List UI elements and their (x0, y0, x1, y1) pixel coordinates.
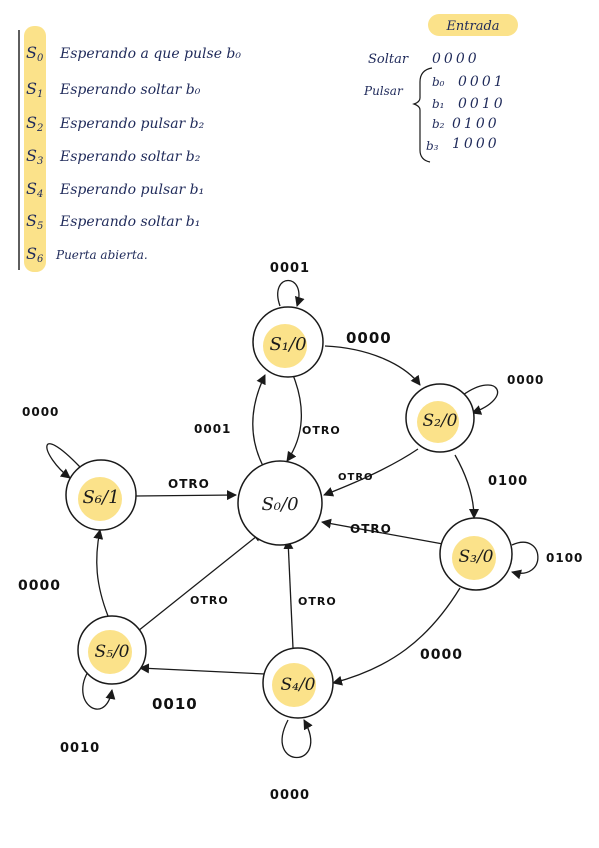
state-label: S₂/0 (422, 411, 457, 431)
legend-entry-s0: S0 Esperando a que pulse b₀ (26, 43, 241, 64)
legend-entry-s5: S5 Esperando soltar b₁ (26, 211, 200, 232)
edge-s4-s0 (283, 539, 294, 649)
legend-code: S0 (26, 43, 44, 64)
edge-label: 0000 (420, 647, 463, 663)
legend-entry-s3: S3 Esperando soltar b₂ (26, 146, 201, 167)
legend-code: S3 (26, 146, 43, 167)
legend-code: S6 (26, 244, 44, 265)
legend-text: Esperando soltar b₁ (59, 214, 200, 230)
state-label: S₆/1 (82, 487, 119, 508)
entrada-title: Entrada (445, 19, 499, 34)
edge-label: 0100 (488, 474, 528, 489)
edge-s1-s1 (277, 280, 305, 307)
edge-s2-s2 (462, 384, 499, 415)
state-node-s4: S₄/0 (262, 647, 334, 719)
edge-s5-s6 (93, 529, 109, 617)
edge-label: OTRO (168, 477, 210, 491)
state-node-s3: S₃/0 (439, 517, 513, 591)
state-node-s0: S₀/0 (237, 460, 323, 546)
state-highlight (88, 630, 132, 674)
legend-entry-s2: S2 Esperando pulsar b₂ (26, 113, 205, 134)
legend-code: S2 (26, 113, 43, 134)
edge-label: 0000 (346, 329, 392, 347)
state-legend: S0 Esperando a que pulse b₀ S1 Esperando… (18, 26, 241, 272)
edge-label: OTRO (190, 594, 229, 607)
pulsar-row-button: b₀ (432, 75, 445, 89)
legend-text: Esperando soltar b₂ (59, 149, 201, 165)
edge-label: 0001 (270, 261, 310, 276)
pulsar-brace (412, 67, 433, 163)
edge-label: OTRO (338, 472, 374, 483)
state-label: S₃/0 (458, 547, 493, 567)
state-node-s6: S₆/1 (65, 459, 137, 531)
legend-text: Esperando a que pulse b₀ (59, 46, 241, 62)
input-table: Entrada Soltar 0000 Pulsar b₀ 0001 b₁ 00… (363, 14, 518, 163)
state-circle (237, 460, 323, 546)
edge-s3-s3 (511, 541, 539, 580)
state-node-s5: S₅/0 (77, 615, 147, 685)
edge-label: 0000 (22, 405, 59, 419)
edge-label: 0000 (507, 373, 544, 387)
pulsar-label: Pulsar (363, 84, 404, 98)
transitions (46, 280, 539, 759)
pulsar-row-button: b₂ (432, 117, 445, 131)
state-node-s1: S₁/0 (252, 306, 324, 378)
edge-label: 0010 (60, 741, 100, 756)
edge-s1-s0 (286, 374, 302, 462)
state-node-s2: S₂/0 (405, 383, 475, 453)
legend-code: S4 (26, 179, 43, 200)
pulsar-row-code: 0100 (452, 116, 500, 132)
edge-labels: 0001 0000 0000 0001 OTRO OTRO 0100 0100 … (18, 261, 583, 803)
soltar-code: 0000 (432, 51, 480, 67)
edge-s4-s5 (139, 663, 266, 675)
edge-label: OTRO (298, 595, 337, 608)
state-label: S₅/0 (94, 642, 129, 662)
state-label: S₄/0 (280, 675, 315, 695)
pulsar-row-code: 0010 (458, 96, 506, 112)
edge-label: OTRO (350, 522, 392, 536)
pulsar-row-code: 1000 (452, 136, 500, 152)
state-nodes: S₁/0 S₂/0 S₀/0 S₆/1 S₃/0 S₅/0 (65, 306, 513, 719)
legend-text: Puerta abierta. (55, 248, 148, 262)
edge-s6-s6 (46, 443, 81, 479)
legend-entry-s4: S4 Esperando pulsar b₁ (26, 179, 204, 200)
state-label: S₁/0 (269, 334, 306, 355)
edge-label: 0010 (152, 695, 198, 713)
edge-s1-s2 (324, 345, 421, 386)
edge-s4-s4 (281, 719, 313, 759)
legend-code: S5 (26, 211, 43, 232)
edge-s0-s1 (252, 374, 266, 467)
legend-entry-s6: S6 Puerta abierta. (26, 244, 148, 265)
edge-label: OTRO (302, 424, 341, 437)
legend-text: Esperando pulsar b₁ (59, 182, 204, 198)
state-label: S₀/0 (261, 494, 298, 515)
edge-label: 0100 (546, 551, 583, 565)
state-highlight (78, 477, 122, 521)
state-highlight (272, 663, 316, 707)
edge-s2-s0 (323, 448, 419, 497)
state-highlight (452, 536, 496, 580)
edge-s2-s3 (454, 454, 479, 519)
edge-label: 0001 (194, 422, 231, 436)
soltar-label: Soltar (368, 52, 409, 67)
edge-s5-s0 (137, 531, 263, 632)
legend-entry-s1: S1 Esperando soltar b₀ (26, 79, 201, 100)
legend-code: S1 (26, 79, 43, 100)
edge-label: 0000 (270, 788, 310, 803)
edge-s3-s0 (321, 518, 444, 545)
legend-text: Esperando pulsar b₂ (59, 116, 205, 132)
entrada-highlight (428, 14, 518, 36)
edge-s6-s0 (135, 490, 237, 501)
edge-s3-s4 (332, 587, 461, 686)
pulsar-row-button: b₁ (432, 97, 445, 111)
legend-text: Esperando soltar b₀ (59, 82, 201, 98)
edge-s5-s5 (82, 665, 116, 710)
pulsar-row-code: 0001 (458, 74, 506, 90)
state-highlight (263, 324, 307, 368)
edge-label: 0000 (18, 578, 61, 594)
pulsar-row-button: b₃ (426, 139, 439, 153)
state-highlight (417, 401, 459, 443)
legend-highlight-bar (24, 26, 46, 272)
